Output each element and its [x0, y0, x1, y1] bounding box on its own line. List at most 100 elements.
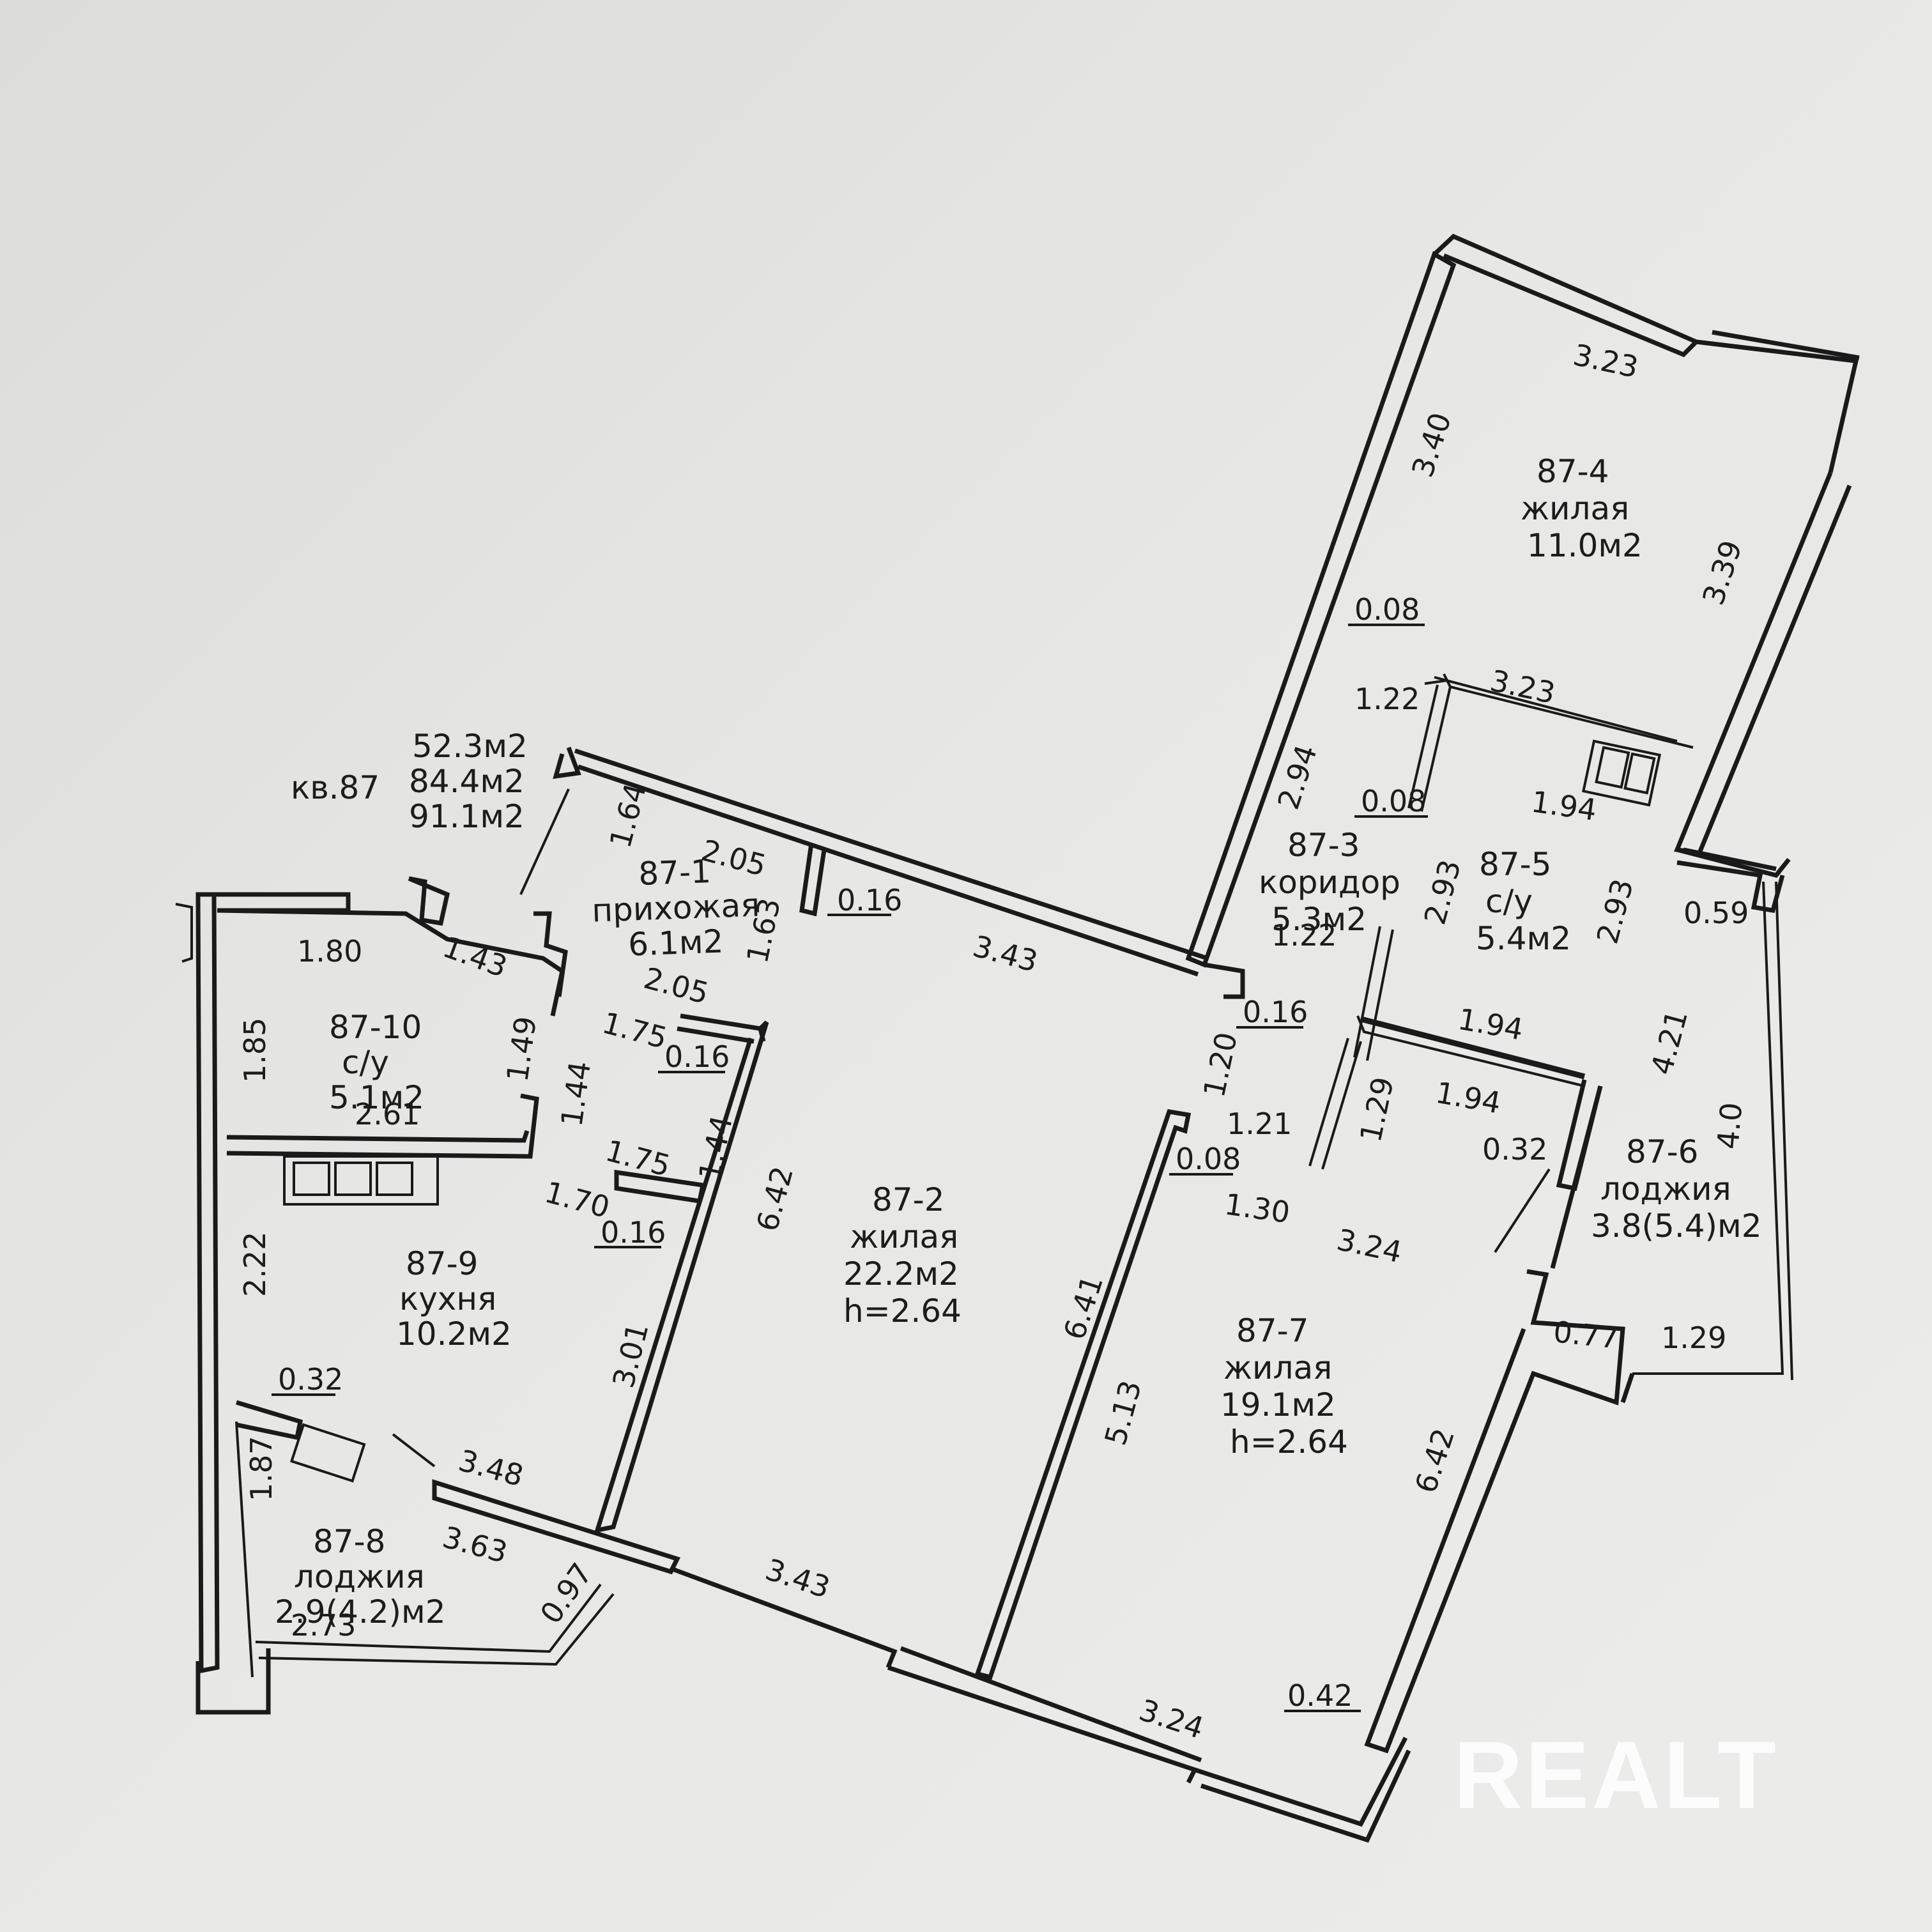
room-label-type: лоджия [294, 1558, 425, 1595]
dimension-label: 4.21 [1644, 1006, 1694, 1078]
dimension-label: 4.0 [1710, 1101, 1749, 1151]
dimension-label: 3.43 [969, 928, 1041, 979]
dimension-label: 1.20 [1197, 1029, 1244, 1100]
dimension-label: 3.23 [1487, 663, 1558, 710]
room-87-2: 87-2 жилая 22.2м2 h=2.64 [843, 1181, 962, 1330]
room-label-area: 19.1м2 [1220, 1386, 1336, 1423]
apartment-area-2: 84.4м2 [409, 763, 525, 800]
dimension-label: 1.30 [1222, 1186, 1292, 1230]
dimension-label: 6.42 [749, 1163, 800, 1235]
dimension-label: 0.08 [1361, 784, 1426, 818]
dimension-label: 1.94 [1529, 784, 1598, 827]
dimension-label: 1.85 [238, 1018, 272, 1083]
apartment-area-3: 91.1м2 [409, 798, 525, 835]
dimension-label: 1.29 [1353, 1074, 1400, 1145]
room-87-6: 87-6 лоджия 3.8(5.4)м2 [1591, 1133, 1762, 1245]
room-label-type: кухня [399, 1280, 496, 1317]
dimension-label: 1.44 [554, 1059, 597, 1129]
dimension-label: 3.43 [762, 1552, 834, 1605]
dimension-label: 0.59 [1683, 896, 1749, 930]
room-87-5: 87-5 с/у 5.4м2 [1476, 846, 1571, 957]
room-label-number: 87-10 [329, 1009, 422, 1046]
room-87-3: 87-3 коридор 5.3м2 [1259, 827, 1400, 938]
dimension-label: 2.93 [1590, 875, 1640, 947]
room-label-area: 5.3м2 [1271, 901, 1367, 938]
room-label-number: 87-9 [406, 1245, 478, 1282]
room-label-number: 87-1 [638, 853, 711, 893]
room-label-area: 10.2м2 [396, 1315, 512, 1353]
room-label-type: с/у [342, 1044, 389, 1081]
dimension-label: 0.16 [1243, 995, 1308, 1029]
dimension-label: 3.48 [455, 1443, 527, 1493]
room-label-number: 87-6 [1626, 1133, 1698, 1170]
room-label-height: h=2.64 [843, 1292, 962, 1330]
room-87-10: 87-10 с/у 5.1м2 [329, 1009, 424, 1116]
dimension-label: 0.16 [837, 883, 902, 917]
apartment-summary: кв.87 52.3м2 84.4м2 91.1м2 [291, 728, 528, 835]
room-label-area: 3.8(5.4)м2 [1591, 1208, 1762, 1245]
dimension-label: 0.08 [1354, 592, 1420, 627]
room-label-area: 5.4м2 [1476, 920, 1571, 957]
room-label-type: прихожая [591, 886, 760, 929]
dimension-label: 2.22 [238, 1232, 272, 1297]
dimension-label: 5.13 [1098, 1377, 1148, 1449]
dimensions: 3.23 3.40 3.39 0.08 1.22 3.23 2.94 0.08 … [238, 337, 1749, 1745]
dimension-label: 3.40 [1405, 408, 1458, 481]
room-label-number: 87-5 [1479, 846, 1551, 883]
dimension-label: 3.23 [1570, 337, 1641, 385]
dimension-label: 1.75 [599, 1005, 671, 1055]
dimension-label: 2.05 [640, 960, 712, 1011]
apartment-label: кв.87 [291, 769, 379, 806]
dimension-label: 1.75 [602, 1133, 674, 1183]
room-label-number: 87-8 [313, 1523, 385, 1560]
dimension-label: 1.29 [1661, 1321, 1726, 1355]
room-87-9: 87-9 кухня 10.2м2 [396, 1245, 512, 1353]
room-label-type: жилая [850, 1218, 958, 1255]
dimension-label: 1.94 [1455, 1002, 1526, 1047]
room-label-area: 5.1м2 [329, 1079, 424, 1116]
room-label-area: 11.0м2 [1527, 527, 1643, 564]
room-87-1: 87-1 прихожая 6.1м2 [591, 853, 760, 963]
room-label-type: жилая [1223, 1349, 1332, 1386]
room-label-height: h=2.64 [1230, 1423, 1348, 1460]
dimension-label: 1.43 [438, 930, 512, 985]
dimension-label: 1.94 [1433, 1075, 1503, 1121]
dimension-label: 0.42 [1287, 1678, 1353, 1713]
dimension-label: 0.32 [278, 1362, 343, 1397]
dimension-label: 3.63 [439, 1519, 511, 1570]
dimension-label: 0.32 [1482, 1132, 1547, 1167]
dimension-label: 2.93 [1417, 856, 1468, 928]
dimension-label: 6.42 [1408, 1424, 1461, 1497]
room-label-number: 87-7 [1236, 1312, 1308, 1349]
dimension-label: 1.80 [297, 934, 362, 969]
dimension-label: 0.97 [533, 1556, 599, 1630]
room-label-type: коридор [1259, 864, 1400, 901]
dimension-label: 0.16 [664, 1039, 730, 1074]
dimension-label: 2.61 [355, 1097, 420, 1131]
dimension-label: 1.64 [602, 779, 653, 852]
walls [175, 233, 1860, 1843]
dimension-label: 0.16 [601, 1215, 666, 1250]
room-label-area: 6.1м2 [627, 923, 724, 963]
dimension-label: 1.44 [692, 1112, 739, 1183]
room-label-area: 22.2м2 [843, 1255, 959, 1292]
room-87-7: 87-7 жилая 19.1м2 h=2.64 [1220, 1312, 1348, 1460]
dimension-label: 1.49 [500, 1015, 543, 1084]
room-87-8: 87-8 лоджия 2.9(4.2)м2 [275, 1523, 446, 1630]
dimension-label: 3.01 [606, 1319, 655, 1391]
apartment-area-1: 52.3м2 [412, 728, 528, 765]
dimension-label: 0.77 [1552, 1314, 1621, 1355]
room-87-4: 87-4 жилая 11.0м2 [1521, 453, 1643, 564]
room-label-type: жилая [1521, 490, 1629, 527]
dimension-label: 1.21 [1227, 1107, 1292, 1141]
dimension-label: 1.22 [1271, 918, 1337, 953]
room-labels: 87-1 прихожая 6.1м2 87-2 жилая 22.2м2 h=… [275, 453, 1762, 1630]
dimension-label: 3.24 [1334, 1222, 1405, 1269]
realt-watermark-logo: REALT [1453, 1721, 1779, 1828]
dimension-label: 0.08 [1176, 1142, 1241, 1176]
room-label-type: лоджия [1600, 1170, 1731, 1208]
dimension-label: 1.22 [1354, 682, 1420, 716]
room-label-area: 2.9(4.2)м2 [275, 1593, 446, 1630]
dimension-label: 2.73 [291, 1608, 356, 1643]
